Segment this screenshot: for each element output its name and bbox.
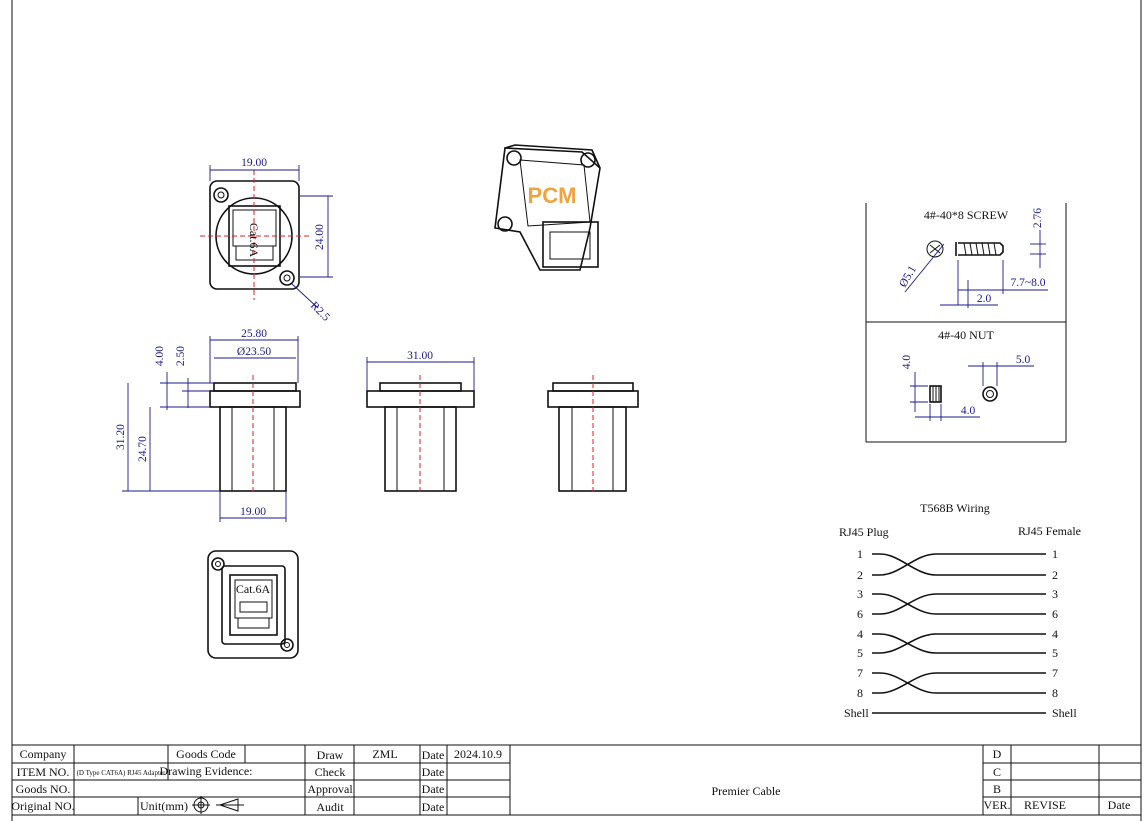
tb-draw-label: Draw	[317, 748, 344, 762]
wire-pair-b-5	[872, 633, 1046, 654]
tb-goods-no-label: Goods NO.	[16, 782, 71, 796]
jack-label-bottom: Cat.6A	[236, 582, 271, 596]
tb-date-label-1: Date	[422, 748, 445, 762]
dim-mid-width: 31.00	[407, 350, 433, 362]
tb-date-value: 2024.10.9	[454, 747, 502, 761]
pin-right-3: 3	[1052, 587, 1058, 601]
wire-pair-a-1	[872, 553, 1046, 576]
projection-symbol-icon	[192, 796, 244, 814]
pin-left-4: 4	[857, 627, 863, 641]
screw-title: 4#-40*8 SCREW	[924, 208, 1009, 222]
screw-length: 7.7~8.0	[1011, 277, 1046, 289]
pin-right-6: 6	[1052, 607, 1058, 621]
dim-radius: R2.5	[308, 300, 332, 324]
front-view-top: Cat.6A 19.00 24.00 R2.5	[200, 157, 333, 324]
dim-t2: 2.50	[175, 346, 187, 366]
brand-logo: PCM	[528, 183, 577, 208]
tb-original-no-label: Original NO.	[11, 799, 74, 813]
tb-rev-b: B	[993, 782, 1001, 796]
wiring-title: T568B Wiring	[920, 501, 990, 515]
dim-h1: 31.20	[115, 424, 127, 450]
title-block: Company Goods Code ITEM NO. (D Type CAT6…	[11, 744, 1141, 816]
wire-pair-a-7	[872, 672, 1046, 694]
pin-right-4: 4	[1052, 627, 1058, 641]
nut-height: 4.0	[901, 355, 913, 370]
wire-pair-b-8	[872, 672, 1046, 694]
pin-right-8: 8	[1052, 686, 1058, 700]
dim-height-24: 24.00	[314, 224, 326, 250]
pin-left-7: 7	[857, 666, 863, 680]
screw-height: 2.76	[1032, 208, 1044, 228]
pin-left-5: 5	[857, 646, 863, 660]
tb-date-label-2: Date	[422, 765, 445, 779]
pin-left-3: 3	[857, 587, 863, 601]
tb-rev-date-label: Date	[1108, 798, 1131, 812]
dim-bottom-width: 19.00	[240, 506, 266, 518]
side-view-middle: 31.00	[366, 350, 475, 495]
pin-right-2: 2	[1052, 568, 1058, 582]
pin-left-1: 1	[857, 547, 863, 561]
nut-diameter: 5.0	[1016, 354, 1031, 366]
wire-pair-b-6	[872, 593, 1046, 615]
tb-drawing-evidence: Drawing Evidence:	[160, 764, 253, 778]
wire-pair-a-3	[872, 593, 1046, 615]
wire-pair-b-2	[872, 553, 1046, 576]
screw-head-icon	[926, 240, 944, 258]
tb-unit-label: Unit(mm)	[140, 799, 188, 813]
wiring-right-label: RJ45 Female	[1018, 524, 1081, 538]
pin-left-6: 6	[857, 607, 863, 621]
front-view-bottom: Cat.6A	[207, 550, 299, 659]
dim-width-19: 19.00	[241, 157, 267, 169]
shell-right: Shell	[1052, 706, 1077, 720]
jack-label-top: Cat.6A	[247, 223, 261, 258]
tb-item-no-label: ITEM NO.	[17, 765, 70, 779]
wiring-left-label: RJ45 Plug	[839, 525, 889, 539]
screw-offset: 2.0	[977, 293, 992, 305]
pin-left-8: 8	[857, 686, 863, 700]
screw-nut-box: 4#-40*8 SCREW 2.76 7.7~8.0 2.0 Ø5.1 4#-4…	[865, 203, 1067, 443]
tb-approval-label: Approval	[307, 782, 353, 796]
tb-rev-c: C	[993, 765, 1001, 779]
tb-draw-value: ZML	[372, 747, 397, 761]
tb-date-label-4: Date	[422, 800, 445, 814]
tb-revise-label: REVISE	[1024, 798, 1066, 812]
wire-pair-a-4	[872, 633, 1046, 654]
tb-company-label: Company	[20, 747, 67, 761]
tb-audit-label: Audit	[316, 800, 344, 814]
tb-rev-d: D	[993, 747, 1002, 761]
tb-check-label: Check	[315, 765, 346, 779]
t568b-wiring: T568B Wiring RJ45 Plug RJ45 Female 1 1 2 2 3…	[839, 501, 1081, 720]
dim-h2: 24.70	[137, 436, 149, 462]
nut-title: 4#-40 NUT	[938, 328, 994, 342]
pin-left-2: 2	[857, 568, 863, 582]
tb-date-label-3: Date	[422, 782, 445, 796]
tb-item-no-value: (D Type CAT6A) RJ45 Adapter	[77, 769, 166, 777]
shell-left: Shell	[844, 706, 869, 720]
dim-t1: 4.00	[154, 346, 166, 366]
nut-front-icon	[982, 386, 998, 402]
side-view-left: 25.80 Ø23.50 4.00 2.50 31.20 24.70 19.00	[115, 328, 301, 522]
nut-width: 4.0	[961, 405, 976, 417]
pin-right-5: 5	[1052, 646, 1058, 660]
wire-lines	[872, 553, 1046, 694]
dim-flange: 25.80	[241, 328, 267, 340]
screw-head-dia: Ø5.1	[897, 264, 919, 290]
tb-company-name: Premier Cable	[712, 784, 781, 798]
dim-diameter: Ø23.50	[237, 346, 271, 358]
isometric-view: PCM	[494, 144, 601, 271]
pin-right-1: 1	[1052, 547, 1058, 561]
side-view-right	[547, 375, 639, 495]
tb-ver-label: VER.	[984, 798, 1011, 812]
tb-goods-code-label: Goods Code	[176, 747, 236, 761]
pin-right-7: 7	[1052, 666, 1058, 680]
